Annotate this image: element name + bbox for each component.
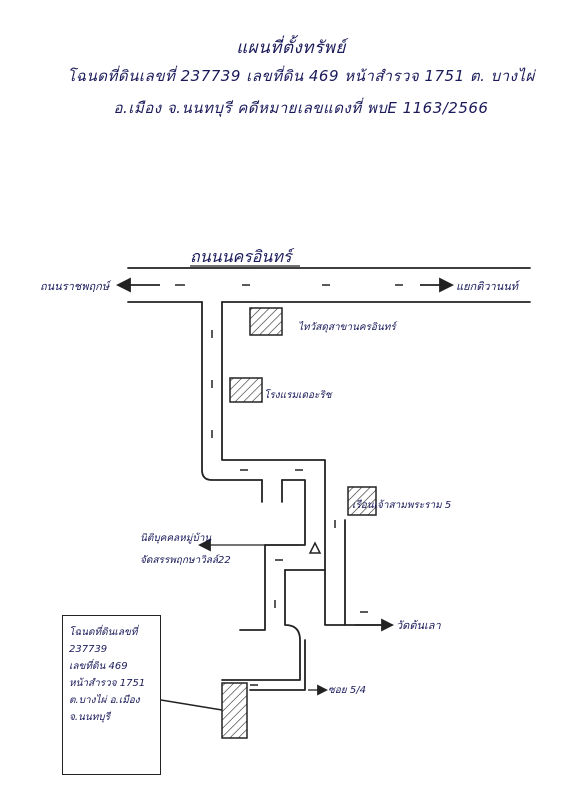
east-road-label: แยกติวานนท์ xyxy=(456,280,521,293)
info-line: เลขที่ดิน 469 xyxy=(69,661,128,672)
map-title: แผนที่ตั้งทรัพย์ xyxy=(236,38,346,58)
side-road-east-edge xyxy=(221,301,393,626)
info-line: โฉนดที่ดินเลขที่ xyxy=(69,627,138,638)
side-road-inner-edge xyxy=(264,479,306,546)
landmark-1-label: ไทวัสดุสาขานครอินทร์ xyxy=(298,321,398,333)
info-line: หน้าสำรวจ 1751 xyxy=(69,678,146,689)
village-label-1: นิติบุคคลหมู่บ้าน xyxy=(140,532,212,544)
west-road-label: ถนนราชพฤกษ์ xyxy=(40,280,112,293)
lower-road-edge xyxy=(221,569,301,681)
landmark-2-label: โรงแรมเดอะริช xyxy=(264,389,333,401)
soi-arrow-icon xyxy=(317,684,329,696)
landmark-3-label: เรือนเจ้าสามพระราม 5 xyxy=(352,499,451,511)
deed-info-line: โฉนดที่ดินเลขที่ 237739 เลขที่ดิน 469 หน… xyxy=(67,67,535,85)
soi-label: ซอย 5/4 xyxy=(328,685,366,696)
case-info-line: อ.เมือง จ.นนทบุรี คดีหมายเลขแดงที่ พบE 1… xyxy=(113,99,489,117)
landmark-hotel xyxy=(229,377,263,403)
landmark-ruen-chao xyxy=(347,486,377,516)
lower-road-west-edge xyxy=(239,544,266,631)
village-arrow-icon xyxy=(197,538,211,552)
subject-property xyxy=(221,682,248,739)
east-arrow-icon xyxy=(439,277,455,293)
village-label-2: จัดสรรพฤกษาวิลล์22 xyxy=(140,554,231,566)
side-road-west-edge xyxy=(201,301,263,481)
temple-label: วัดต้นเลา xyxy=(396,619,441,632)
main-road-label: ถนนนครอินทร์ xyxy=(190,247,294,266)
property-info-box: โฉนดที่ดินเลขที่ 237739 เลขที่ดิน 469 หน… xyxy=(62,615,161,775)
info-line: ต.บางไผ่ อ.เมือง xyxy=(69,695,140,706)
soi-edge xyxy=(249,639,306,691)
info-line: 237739 xyxy=(69,644,108,655)
west-arrow-icon xyxy=(115,277,131,293)
info-line: จ.นนทบุรี xyxy=(69,712,111,723)
landmark-thaiwatsadu xyxy=(249,307,283,336)
village-gate-icon xyxy=(308,541,322,554)
temple-arrow-icon xyxy=(381,618,395,632)
